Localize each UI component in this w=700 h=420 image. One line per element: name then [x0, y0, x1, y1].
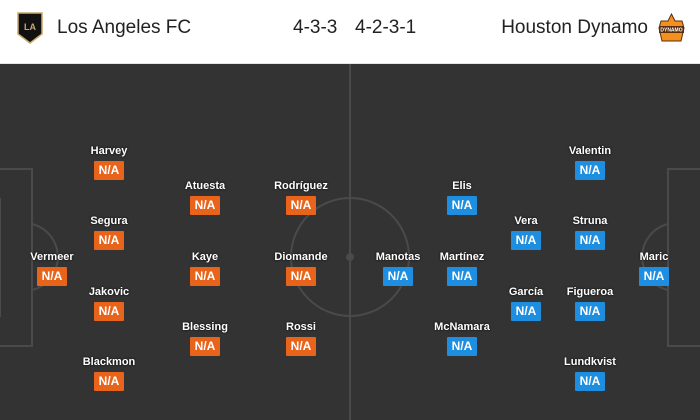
player-name: Blessing: [182, 321, 228, 333]
player-name: Vera: [514, 215, 538, 227]
player-rating-badge: N/A: [94, 372, 124, 391]
player-rating-badge: N/A: [286, 196, 316, 215]
player-name: Segura: [90, 215, 128, 227]
away-player-striker[interactable]: Manotas N/A: [358, 250, 438, 292]
away-formation: 4-2-3-1: [355, 17, 417, 38]
player-rating-badge: N/A: [190, 337, 220, 356]
player-rating-badge: N/A: [575, 231, 605, 250]
home-logo-text: LA: [24, 22, 36, 32]
home-formation: 4-3-3: [293, 17, 338, 38]
player-name: Struna: [572, 215, 608, 227]
player-name: Lundkvist: [564, 356, 616, 368]
player-rating-badge: N/A: [94, 161, 124, 180]
player-name: Rodríguez: [274, 180, 328, 192]
home-player-midfielder[interactable]: Blessing N/A: [165, 320, 245, 362]
match-header: LA Los Angeles FC 4-3-3 4-2-3-1 Houston …: [0, 0, 700, 64]
player-rating-badge: N/A: [37, 267, 67, 286]
player-rating-badge: N/A: [190, 196, 220, 215]
player-name: Valentin: [568, 145, 612, 157]
home-player-midfielder[interactable]: Kaye N/A: [165, 250, 245, 292]
player-rating-badge: N/A: [511, 231, 541, 250]
player-rating-badge: N/A: [190, 267, 220, 286]
player-name: Harvey: [90, 145, 128, 157]
home-team-name[interactable]: Los Angeles FC: [57, 17, 192, 38]
pitch: Vermeer N/A Harvey N/A Segura N/A Jakovi…: [0, 64, 700, 420]
home-player-forward[interactable]: Rossi N/A: [261, 320, 341, 362]
player-rating-badge: N/A: [511, 302, 541, 321]
away-player-goalkeeper[interactable]: Maric N/A: [614, 250, 694, 292]
away-team-name[interactable]: Houston Dynamo: [501, 17, 648, 38]
home-player-midfielder[interactable]: Atuesta N/A: [165, 179, 245, 221]
player-name: Kaye: [191, 251, 219, 263]
player-rating-badge: N/A: [286, 337, 316, 356]
away-player-defensive-midfielder[interactable]: García N/A: [486, 285, 566, 327]
home-player-defender[interactable]: Harvey N/A: [69, 144, 149, 186]
home-player-forward[interactable]: Diomande N/A: [261, 250, 341, 292]
away-player-attacking-midfielder[interactable]: McNamara N/A: [422, 320, 502, 362]
player-name: García: [508, 286, 544, 298]
home-player-defender[interactable]: Blackmon N/A: [69, 355, 149, 397]
player-name: Rossi: [286, 321, 316, 333]
player-rating-badge: N/A: [447, 196, 477, 215]
player-rating-badge: N/A: [575, 302, 605, 321]
player-rating-badge: N/A: [286, 267, 316, 286]
away-player-defender[interactable]: Lundkvist N/A: [550, 355, 630, 397]
player-name: Elis: [452, 180, 472, 192]
player-name: Vermeer: [30, 251, 74, 263]
player-name: Figueroa: [566, 286, 614, 298]
player-name: Blackmon: [82, 356, 136, 368]
player-name: Martínez: [439, 251, 485, 263]
houston-dynamo-crest-icon[interactable]: DYNAMO: [657, 13, 686, 43]
away-player-defender[interactable]: Valentin N/A: [550, 144, 630, 186]
away-player-defensive-midfielder[interactable]: Vera N/A: [486, 214, 566, 256]
lafc-crest-icon[interactable]: LA: [17, 12, 43, 44]
player-rating-badge: N/A: [447, 267, 477, 286]
player-rating-badge: N/A: [94, 231, 124, 250]
player-name: McNamara: [434, 321, 490, 333]
player-rating-badge: N/A: [639, 267, 669, 286]
away-player-defender[interactable]: Figueroa N/A: [550, 285, 630, 327]
home-player-defender[interactable]: Jakovic N/A: [69, 285, 149, 327]
away-logo-text: DYNAMO: [660, 28, 682, 34]
player-name: Atuesta: [184, 180, 226, 192]
player-name: Maric: [639, 251, 669, 263]
player-rating-badge: N/A: [575, 372, 605, 391]
player-rating-badge: N/A: [383, 267, 413, 286]
away-player-attacking-midfielder[interactable]: Martínez N/A: [422, 250, 502, 292]
player-rating-badge: N/A: [575, 161, 605, 180]
home-player-defender[interactable]: Segura N/A: [69, 214, 149, 256]
home-player-goalkeeper[interactable]: Vermeer N/A: [12, 250, 92, 292]
player-name: Diomande: [274, 251, 328, 263]
home-player-forward[interactable]: Rodríguez N/A: [261, 179, 341, 221]
player-rating-badge: N/A: [94, 302, 124, 321]
player-name: Jakovic: [88, 286, 130, 298]
player-rating-badge: N/A: [447, 337, 477, 356]
away-player-defender[interactable]: Struna N/A: [550, 214, 630, 256]
player-name: Manotas: [375, 251, 421, 263]
away-player-attacking-midfielder[interactable]: Elis N/A: [422, 179, 502, 221]
